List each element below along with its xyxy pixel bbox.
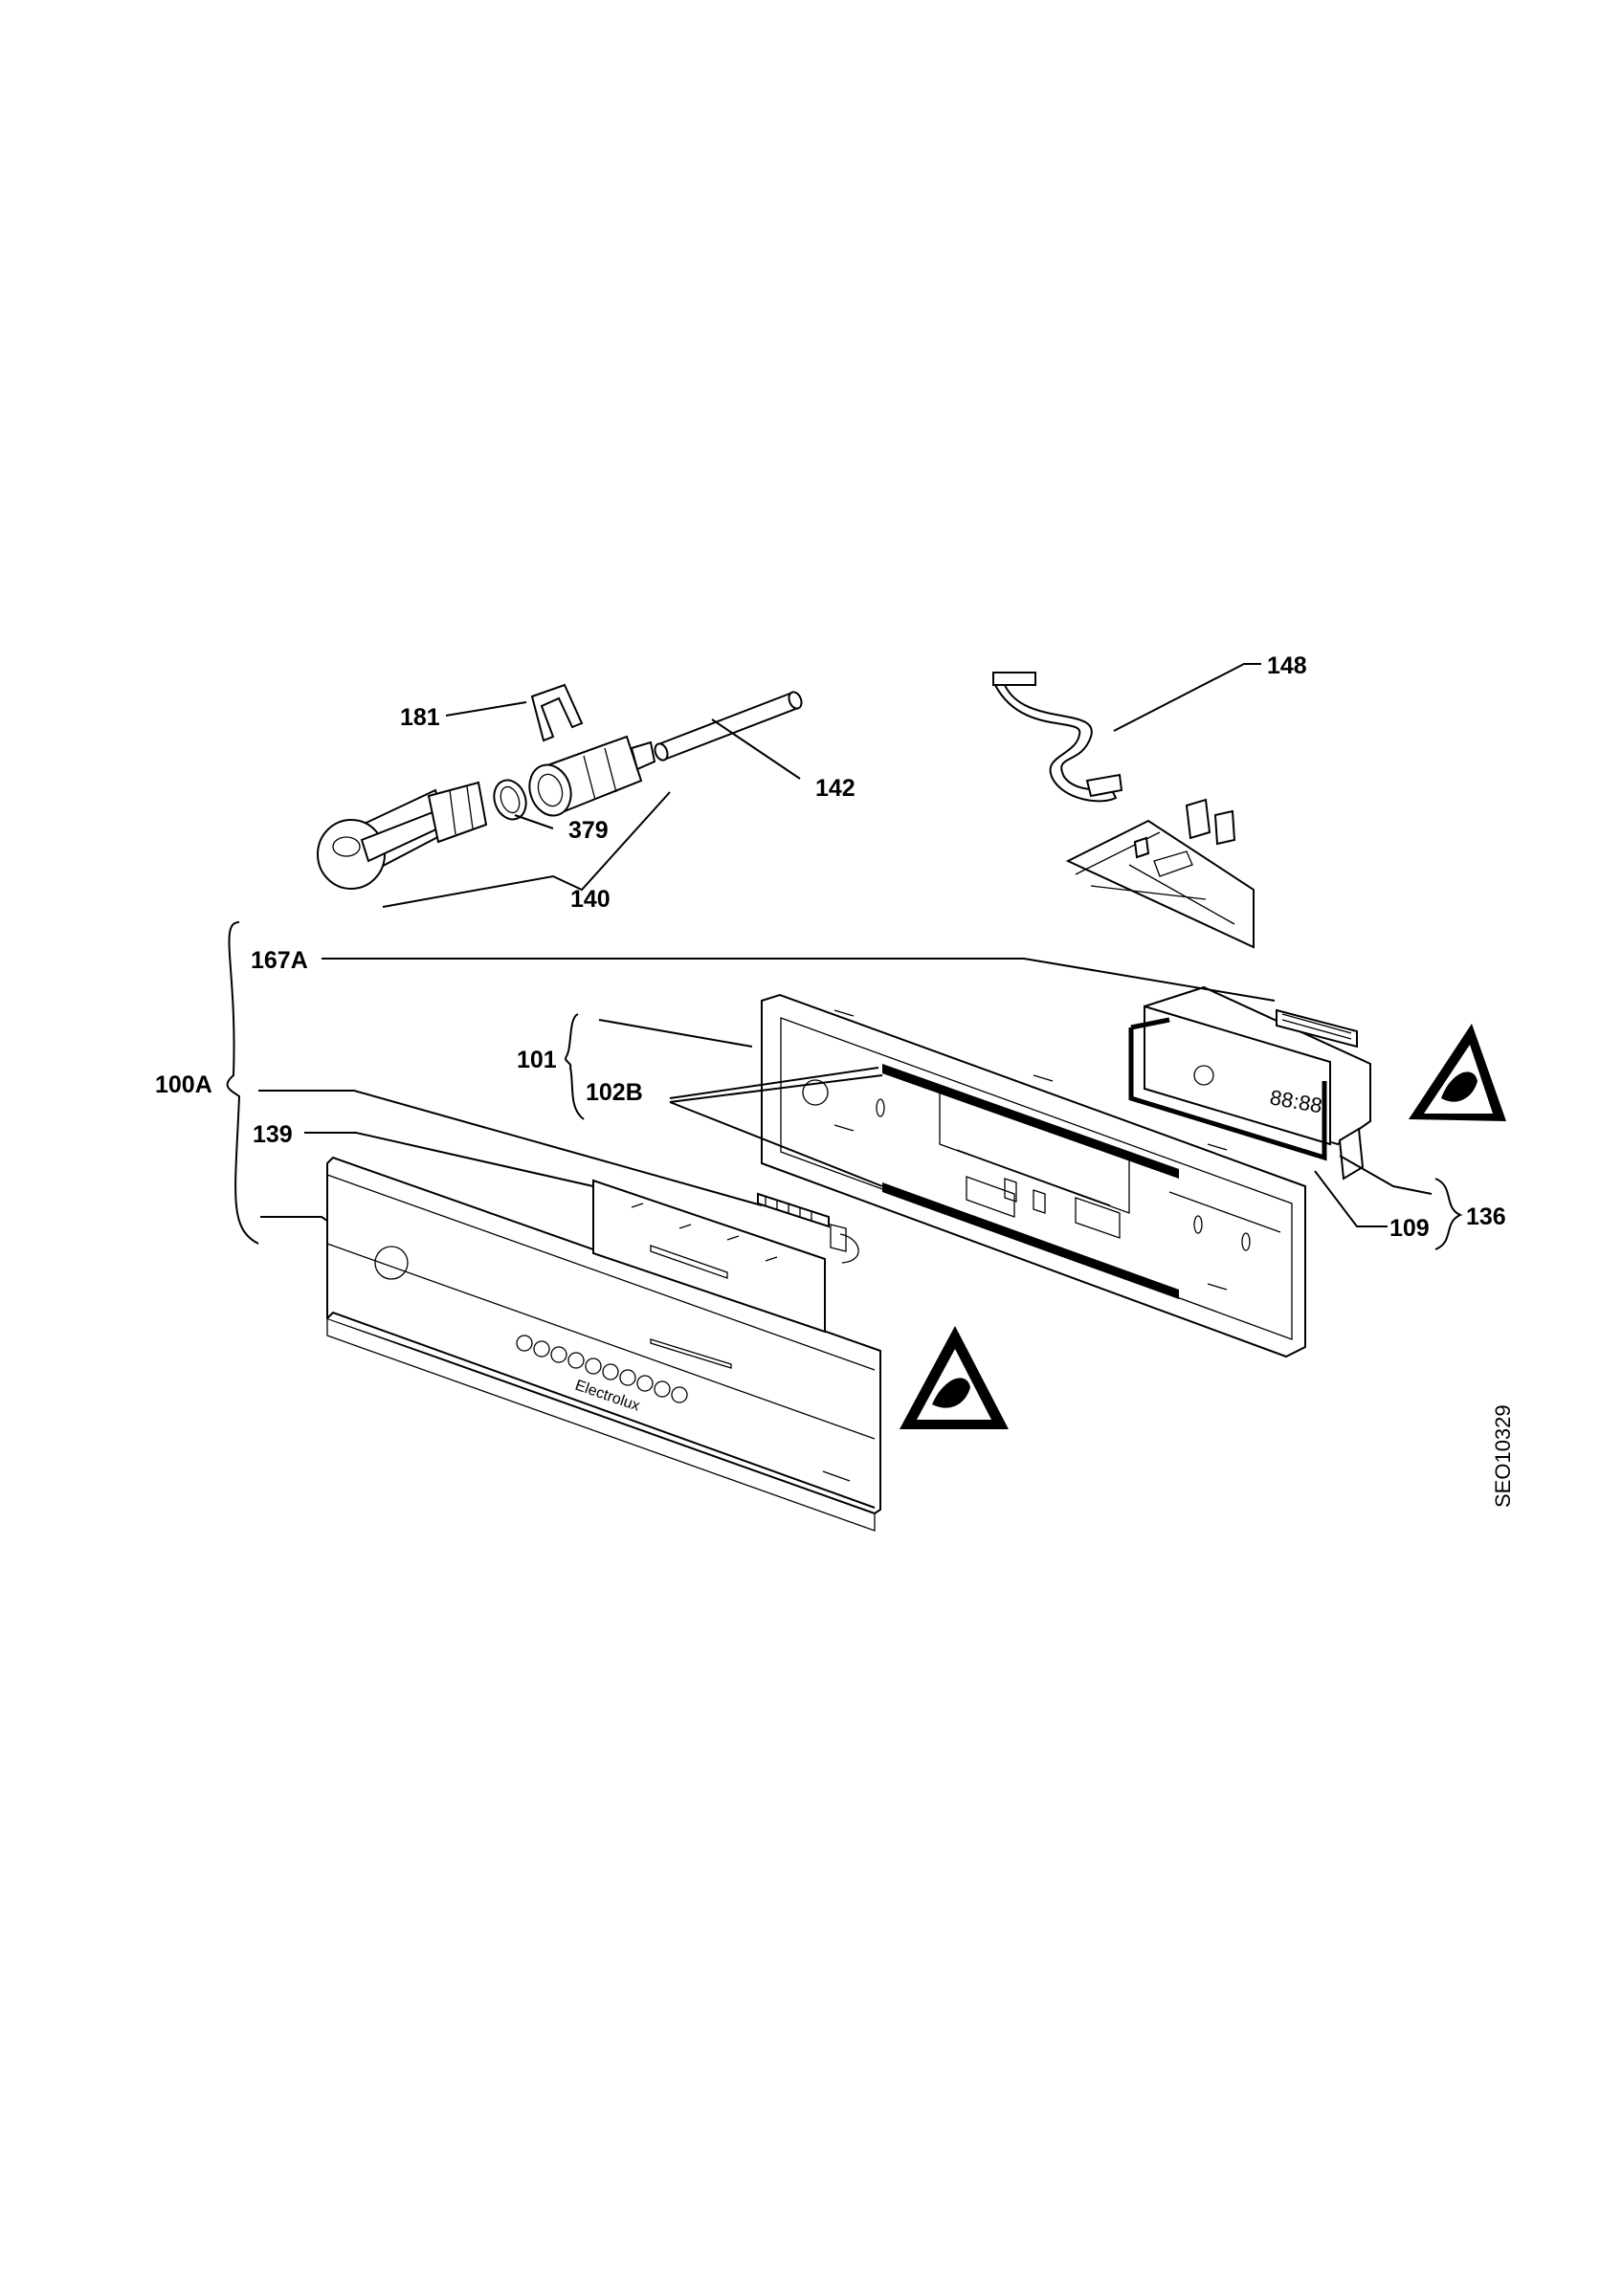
membrane-display-part [592, 1179, 859, 1334]
callout-101: 101 [517, 1047, 557, 1073]
rod-part [654, 691, 803, 762]
panel-frame-part [761, 993, 1306, 1358]
knob-cap-part [317, 781, 488, 890]
callout-100A: 100A [155, 1071, 212, 1098]
callout-142: 142 [815, 775, 855, 802]
frame-part [1128, 1027, 1327, 1161]
callout-102B: 102B [586, 1079, 643, 1106]
o-ring-part [493, 779, 527, 821]
callout-167A: 167A [251, 947, 308, 974]
callout-181: 181 [400, 704, 440, 731]
callout-139: 139 [253, 1121, 293, 1148]
pcb-board-part [1065, 798, 1255, 949]
callout-140: 140 [570, 886, 611, 913]
diagram-code: SEO10329 [1491, 1404, 1515, 1508]
callout-109: 109 [1389, 1215, 1430, 1242]
spindle-part [528, 735, 656, 817]
callout-148: 148 [1267, 652, 1307, 679]
button-row [516, 1335, 688, 1403]
callout-379: 379 [568, 817, 609, 844]
front-fascia-part: Electrolux [326, 1156, 881, 1532]
ribbon-cable-part [992, 672, 1123, 803]
seal-strip-part [882, 1182, 1179, 1299]
callout-136: 136 [1466, 1203, 1506, 1230]
clip-part [530, 683, 584, 742]
seal-strip-part [882, 1064, 1179, 1179]
esd-warning-icon [1409, 1024, 1506, 1121]
esd-warning-icon [900, 1326, 1009, 1429]
knob-assembly [317, 683, 803, 908]
